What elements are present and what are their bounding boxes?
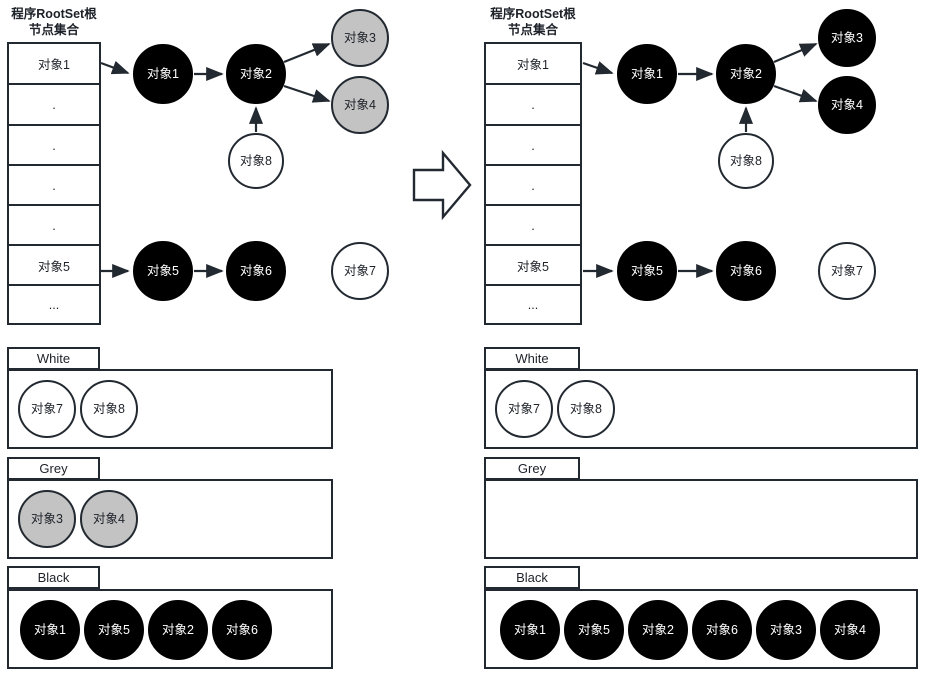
bucket-node-object5[interactable]: 对象5 — [84, 600, 144, 660]
rootset-table-right: 对象1 . . . . 对象5 ... — [484, 42, 582, 325]
graph-node-object6[interactable]: 对象6 — [226, 241, 286, 301]
node-label: 对象6 — [226, 622, 258, 637]
node-label: 对象1 — [514, 622, 546, 637]
node-label: 对象4 — [831, 97, 863, 112]
node-label: 对象5 — [147, 263, 179, 278]
bucket-items: 对象1 对象5 对象2 对象6 — [20, 599, 276, 661]
rootset-row-object5[interactable]: 对象5 — [9, 246, 99, 286]
bucket-node-object2[interactable]: 对象2 — [628, 600, 688, 660]
bucket-items: 对象3 对象4 — [18, 489, 142, 549]
node-label: 对象7 — [31, 401, 63, 416]
node-label: 对象5 — [631, 263, 663, 278]
bucket-node-object6[interactable]: 对象6 — [212, 600, 272, 660]
left-panel: 程序RootSet根 节点集合 对象1 . . . . 对象5 ... 对象1 … — [7, 7, 389, 669]
graph-node-object4[interactable]: 对象4 — [331, 76, 389, 134]
node-label: 对象3 — [831, 30, 863, 45]
bucket-node-object6[interactable]: 对象6 — [692, 600, 752, 660]
node-label: 对象2 — [240, 66, 272, 81]
node-label: 对象4 — [344, 97, 376, 112]
rootset-row-ellipsis[interactable]: ... — [48, 297, 60, 312]
node-label: 对象8 — [240, 153, 272, 168]
bucket-node-object3[interactable]: 对象3 — [756, 600, 816, 660]
node-label: 对象3 — [31, 511, 63, 526]
node-label: 对象4 — [93, 511, 125, 526]
bucket-node-object8[interactable]: 对象8 — [80, 380, 138, 438]
bucket-node-object4[interactable]: 对象4 — [820, 600, 880, 660]
bucket-tab[interactable]: White — [7, 347, 100, 370]
bucket-items: 对象7 对象8 — [495, 379, 619, 439]
bucket-node-object4[interactable]: 对象4 — [80, 490, 138, 548]
bucket-node-object1[interactable]: 对象1 — [500, 600, 560, 660]
bucket-body — [484, 369, 918, 449]
node-label: 对象4 — [834, 622, 866, 637]
node-label: 对象7 — [344, 263, 376, 278]
node-label: 对象2 — [642, 622, 674, 637]
node-label: 对象8 — [570, 401, 602, 416]
rootset-row-dot-4[interactable]: . — [9, 206, 99, 246]
rootset-row-dot-1[interactable]: . — [486, 85, 580, 126]
graph-node-object8[interactable]: 对象8 — [228, 133, 284, 189]
rootset-row-dot-1[interactable]: . — [9, 85, 99, 126]
node-label: 对象3 — [770, 622, 802, 637]
graph-node-object7[interactable]: 对象7 — [818, 242, 876, 300]
bucket-items: 对象1 对象5 对象2 对象6 对象3 对象4 — [500, 599, 884, 661]
bucket-tab[interactable]: Black — [7, 566, 100, 589]
graph-node-object8[interactable]: 对象8 — [718, 133, 774, 189]
node-label: 对象6 — [240, 263, 272, 278]
graph-node-object1[interactable]: 对象1 — [133, 44, 193, 104]
graph-node-object6[interactable]: 对象6 — [716, 241, 776, 301]
bucket-node-object2[interactable]: 对象2 — [148, 600, 208, 660]
node-label: 对象8 — [730, 153, 762, 168]
rootset-title-right: 程序RootSet根 节点集合 — [490, 7, 576, 37]
bucket-tab[interactable]: Grey — [7, 457, 100, 480]
node-label: 对象7 — [831, 263, 863, 278]
bucket-node-object7[interactable]: 对象7 — [495, 380, 553, 438]
rootset-row-object1[interactable]: 对象1 — [486, 44, 580, 85]
graph-node-object3[interactable]: 对象3 — [818, 9, 876, 67]
bucket-node-object8[interactable]: 对象8 — [557, 380, 615, 438]
node-label: 对象5 — [98, 622, 130, 637]
graph-node-object7[interactable]: 对象7 — [331, 242, 389, 300]
node-label: 对象5 — [578, 622, 610, 637]
rootset-row-dot-4[interactable]: . — [486, 206, 580, 246]
node-label: 对象7 — [508, 401, 540, 416]
rootset-row-dot-2[interactable]: . — [486, 126, 580, 166]
rootset-row-ellipsis[interactable]: ... — [527, 297, 539, 312]
bucket-node-object1[interactable]: 对象1 — [20, 600, 80, 660]
bucket-tab[interactable]: Black — [484, 566, 580, 589]
bucket-items: 对象7 对象8 — [18, 379, 142, 439]
node-label: 对象6 — [706, 622, 738, 637]
rootset-row-dot-3[interactable]: . — [9, 166, 99, 206]
graph-node-object2[interactable]: 对象2 — [226, 44, 286, 104]
bucket-tab[interactable]: Grey — [484, 457, 580, 480]
node-label: 对象1 — [147, 66, 179, 81]
graph-node-object3[interactable]: 对象3 — [331, 9, 389, 67]
bucket-body — [484, 479, 918, 559]
node-label: 对象1 — [631, 66, 663, 81]
bucket-node-object5[interactable]: 对象5 — [564, 600, 624, 660]
rootset-row-dot-3[interactable]: . — [486, 166, 580, 206]
node-label: 对象1 — [34, 622, 66, 637]
graph-node-object5[interactable]: 对象5 — [617, 241, 677, 301]
graph-node-object4[interactable]: 对象4 — [818, 76, 876, 134]
rootset-table-left: 对象1 . . . . 对象5 ... — [7, 42, 101, 325]
graph-node-object1[interactable]: 对象1 — [617, 44, 677, 104]
graph-node-object5[interactable]: 对象5 — [133, 241, 193, 301]
node-label: 对象3 — [344, 30, 376, 45]
node-label: 对象6 — [730, 263, 762, 278]
rootset-row-object5[interactable]: 对象5 — [486, 246, 580, 286]
bucket-node-object3[interactable]: 对象3 — [18, 490, 76, 548]
node-label: 对象8 — [93, 401, 125, 416]
graph-node-object2[interactable]: 对象2 — [716, 44, 776, 104]
rootset-row-dot-2[interactable]: . — [9, 126, 99, 166]
bucket-node-object7[interactable]: 对象7 — [18, 380, 76, 438]
node-label: 对象2 — [730, 66, 762, 81]
rootset-title-left: 程序RootSet根 节点集合 — [11, 7, 97, 37]
bucket-tab[interactable]: White — [484, 347, 580, 370]
rootset-row-object1[interactable]: 对象1 — [9, 44, 99, 85]
node-label: 对象2 — [162, 622, 194, 637]
